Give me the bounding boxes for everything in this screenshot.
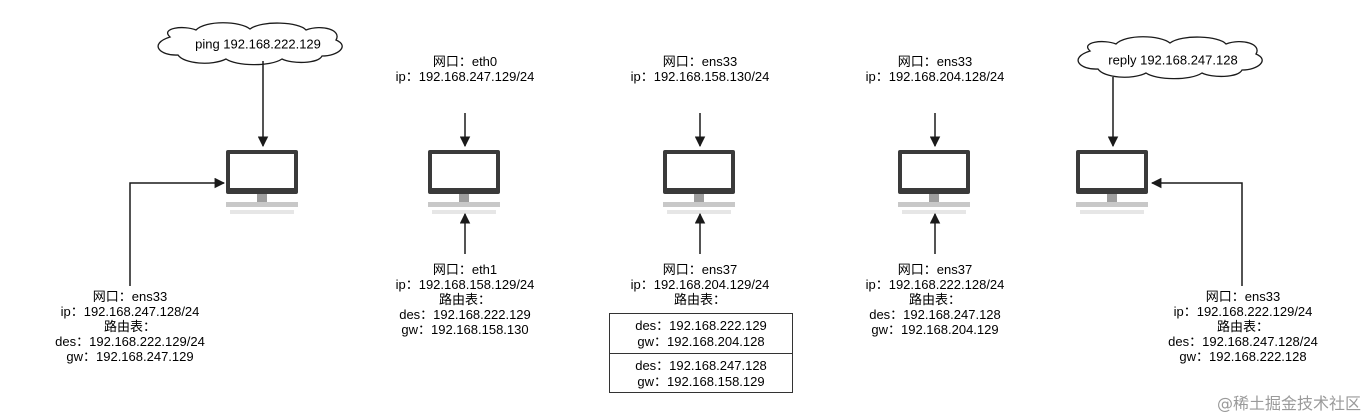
host2-iface-line: gw：192.168.222.128 <box>1179 349 1307 364</box>
watermark: @稀土掘金技术社区 <box>1216 394 1361 413</box>
host2-iface-line: 网口：ens33 <box>1205 289 1281 304</box>
route-entry: des：192.168.247.128 gw：192.168.158.129 <box>610 353 792 392</box>
host1-iface-line: ip：192.168.247.128/24 <box>60 304 200 319</box>
ping-cloud-label: ping 192.168.222.129 <box>195 36 321 52</box>
router3-computer-icon <box>898 150 970 214</box>
host2-computer-icon <box>1076 150 1148 214</box>
host1-iface-line: des：192.168.222.129/24 <box>55 334 205 349</box>
router1-bottom-line: 路由表： <box>438 292 492 307</box>
router3-top-line: ip：192.168.204.128/24 <box>865 69 1005 84</box>
router2-computer-icon <box>663 150 735 214</box>
router2-bottom-line: 网口：ens37 <box>662 262 738 277</box>
router3-top-line: 网口：ens33 <box>897 54 973 69</box>
host1-iface-line: 路由表： <box>103 319 157 334</box>
host2-iface-line: ip：192.168.222.129/24 <box>1173 304 1313 319</box>
host1-iface-line: gw：192.168.247.129 <box>66 349 194 364</box>
router3-bottom-line: 路由表： <box>908 292 962 307</box>
host1-iface-arrow <box>129 177 226 286</box>
router1-top-iface-info: 网口：eth0 ip：192.168.247.129/24 <box>396 54 535 84</box>
route-gw: gw：192.168.158.129 <box>637 373 765 389</box>
host2-iface-arrow <box>1150 177 1243 286</box>
host2-iface-info: 网口：ens33 ip：192.168.222.129/24 路由表： des：… <box>1168 289 1318 364</box>
host1-iface-info: 网口：ens33 ip：192.168.247.128/24 路由表： des：… <box>55 289 205 364</box>
router2-top-line: ip：192.168.158.130/24 <box>630 69 770 84</box>
router1-top-line: 网口：eth0 <box>432 54 498 69</box>
route-des: des：192.168.222.129 <box>635 318 767 333</box>
host1-iface-line: 网口：ens33 <box>92 289 168 304</box>
reply-cloud-label: reply 192.168.247.128 <box>1108 52 1238 68</box>
router2-top-line: 网口：ens33 <box>662 54 738 69</box>
router2-bottom-iface-info: 网口：ens37 ip：192.168.204.129/24 路由表： <box>631 262 770 307</box>
host1-computer-icon <box>226 150 298 214</box>
router2-bottom-line: 路由表： <box>673 292 727 307</box>
router3-bottom-iface-info: 网口：ens37 ip：192.168.222.128/24 路由表： des：… <box>866 262 1005 337</box>
route-gw: gw：192.168.204.128 <box>637 333 765 349</box>
router1-bottom-line: des：192.168.222.129 <box>399 307 531 322</box>
route-entry: des：192.168.222.129 gw：192.168.204.128 <box>610 314 792 353</box>
router1-top-line: ip：192.168.247.129/24 <box>395 69 535 84</box>
router2-top-iface-info: 网口：ens33 ip：192.168.158.130/24 <box>631 54 770 84</box>
router1-bottom-line: ip：192.168.158.129/24 <box>395 277 535 292</box>
router3-bottom-line: des：192.168.247.128 <box>869 307 1001 322</box>
reply-cloud-shape <box>1077 36 1263 80</box>
router3-bottom-line: gw：192.168.204.129 <box>871 322 999 337</box>
router1-bottom-iface-info: 网口：eth1 ip：192.168.158.129/24 路由表： des：1… <box>396 262 535 337</box>
router1-bottom-line: gw：192.168.158.130 <box>401 322 529 337</box>
router3-bottom-line: 网口：ens37 <box>897 262 973 277</box>
route-des: des：192.168.247.128 <box>635 358 767 373</box>
host2-iface-line: des：192.168.247.128/24 <box>1168 334 1318 349</box>
ping-cloud-shape <box>157 22 343 66</box>
router2-routing-table: des：192.168.222.129 gw：192.168.204.128 d… <box>609 313 793 393</box>
router2-bottom-line: ip：192.168.204.129/24 <box>630 277 770 292</box>
host2-iface-line: 路由表： <box>1216 319 1270 334</box>
router1-computer-icon <box>428 150 500 214</box>
router3-bottom-line: ip：192.168.222.128/24 <box>865 277 1005 292</box>
router1-bottom-line: 网口：eth1 <box>432 262 498 277</box>
router3-top-iface-info: 网口：ens33 ip：192.168.204.128/24 <box>866 54 1005 84</box>
